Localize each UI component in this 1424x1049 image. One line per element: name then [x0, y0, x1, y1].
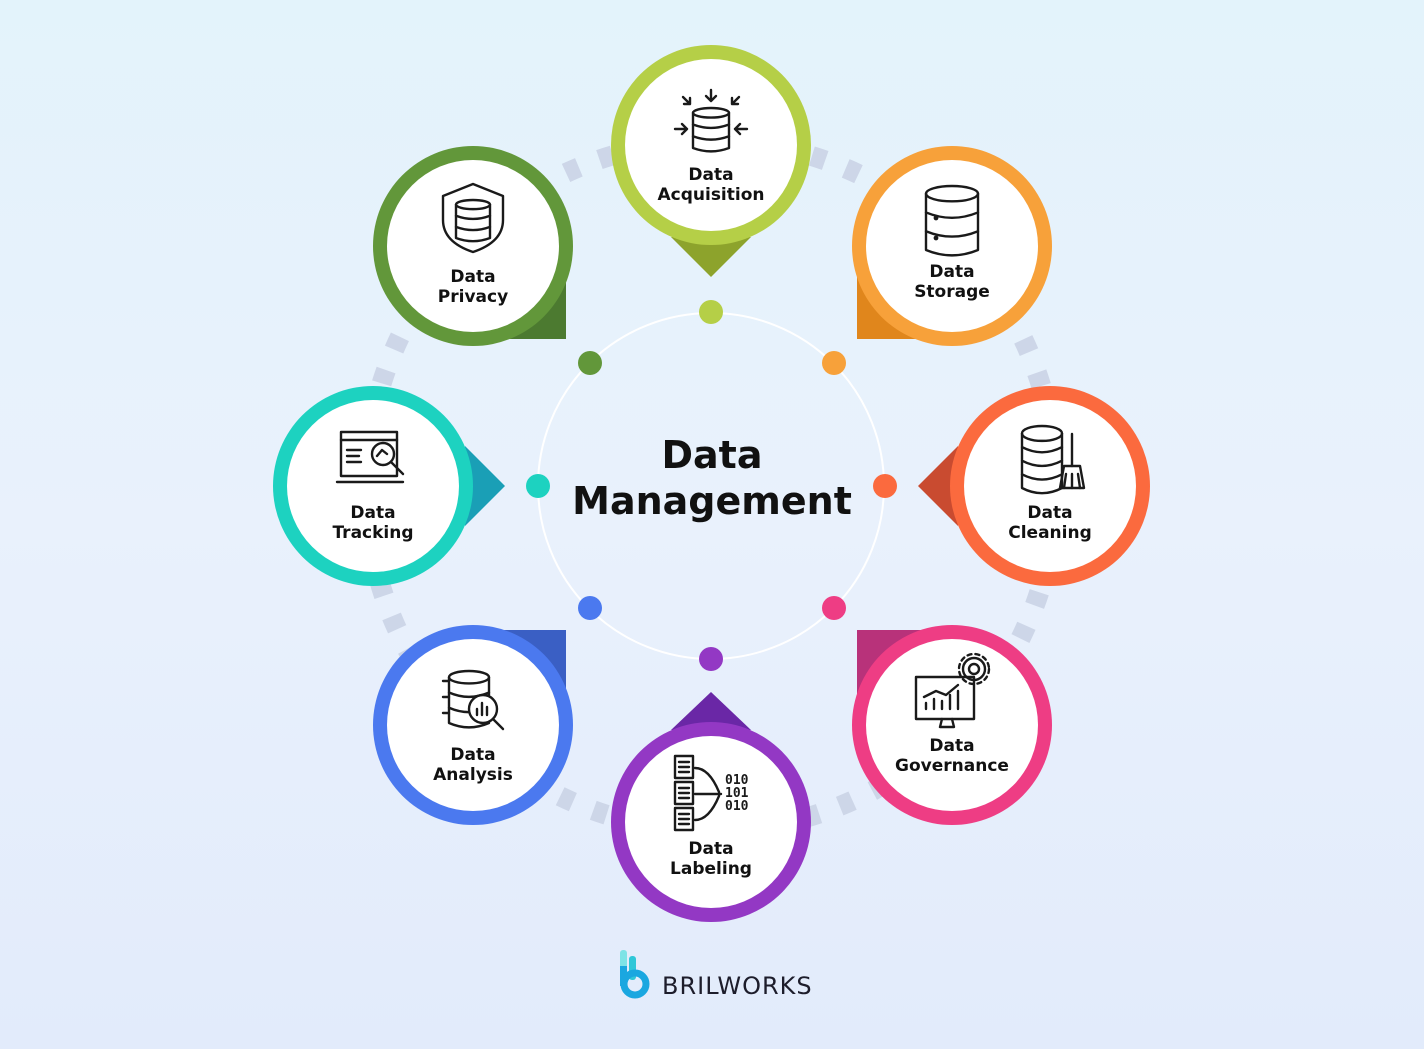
database-broom-icon	[1020, 424, 1086, 495]
connector-dot	[822, 351, 846, 375]
node-face	[866, 160, 1038, 332]
node-cleaning	[950, 386, 1150, 586]
connector-dot	[578, 596, 602, 620]
node-privacy	[373, 146, 573, 346]
node-label-line1: Data	[688, 165, 734, 185]
node-face	[866, 639, 1038, 811]
node-face	[625, 736, 797, 908]
node-label-line1: Data	[350, 503, 396, 523]
svg-text:101: 101	[725, 786, 749, 801]
node-storage	[852, 146, 1052, 346]
monitor-chart-gear-icon	[914, 652, 991, 729]
database-arrows-in-icon	[673, 88, 749, 153]
node-label-line2: Acquisition	[657, 185, 765, 205]
node-acquisition	[611, 45, 811, 245]
node-pointer	[671, 692, 751, 730]
node-label-line1: Data	[450, 267, 496, 287]
node-pointer	[918, 446, 958, 526]
connector-dot	[699, 300, 723, 324]
connector-dot	[578, 351, 602, 375]
node-label-line1: Data	[929, 262, 975, 282]
shield-database-icon	[441, 182, 505, 254]
node-label-line1: Data	[929, 736, 975, 756]
node-label-line2: Storage	[914, 282, 990, 302]
svg-text:010: 010	[725, 773, 749, 788]
connector-dot	[526, 474, 550, 498]
node-analysis	[373, 625, 573, 825]
node-label-line1: Data	[1027, 503, 1073, 523]
diagram-title: Data Management	[512, 432, 912, 524]
diagram-title-line2: Management	[572, 479, 852, 523]
connector-dot	[699, 647, 723, 671]
browser-magnifier-icon	[335, 430, 405, 484]
node-governance	[852, 625, 1052, 825]
database-magnifier-icon	[441, 669, 505, 731]
node-label-line1: Data	[688, 839, 734, 859]
diagram-title-line1: Data	[661, 433, 763, 477]
node-face	[625, 59, 797, 231]
node-tracking	[273, 386, 473, 586]
node-label-line2: Cleaning	[1008, 523, 1092, 543]
database-icon	[924, 184, 980, 257]
node-face	[387, 639, 559, 811]
node-label-line2: Privacy	[437, 287, 509, 307]
connector-dot	[873, 474, 897, 498]
node-label-line2: Analysis	[433, 765, 513, 785]
connector-dot	[822, 596, 846, 620]
node-labeling	[611, 722, 811, 922]
node-label-line2: Tracking	[332, 523, 414, 543]
brand-name: BRILWORKS	[662, 972, 813, 1000]
brilworks-logo-icon	[620, 950, 650, 999]
svg-text:010: 010	[725, 799, 749, 814]
node-pointer	[671, 237, 751, 277]
node-face	[387, 160, 559, 332]
node-label-line2: Labeling	[670, 859, 752, 879]
node-face	[287, 400, 459, 572]
node-label-line1: Data	[450, 745, 496, 765]
node-label-line2: Governance	[895, 756, 1009, 776]
node-pointer	[465, 446, 505, 526]
node-face	[964, 400, 1136, 572]
